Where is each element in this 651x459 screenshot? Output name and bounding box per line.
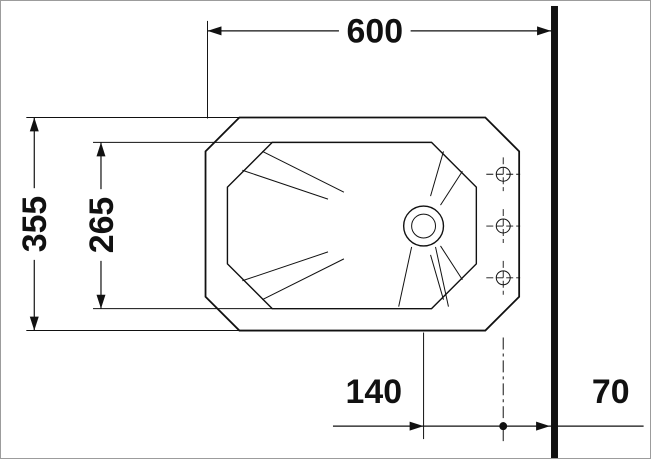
tap-holes	[486, 157, 521, 295]
arrowhead-wall	[536, 421, 551, 431]
basin-slope-lines	[242, 150, 463, 307]
drain-inner-circle	[411, 213, 437, 239]
arrowhead-left	[207, 26, 222, 36]
dim-label-taphole-to-wall: 70	[592, 373, 630, 411]
arrowhead-right	[537, 26, 552, 36]
dim-label-basin-depth: 265	[83, 197, 121, 253]
dim-label-outlet-to-taphole: 140	[346, 373, 402, 411]
fixture-outer-outline	[204, 116, 521, 332]
fixture	[204, 116, 521, 332]
dim-label-overall-depth: 355	[16, 196, 54, 252]
dimension-265: 265	[83, 142, 121, 309]
label-mask	[84, 189, 118, 261]
arrowhead-top	[96, 142, 106, 157]
drain-outlet	[402, 205, 445, 247]
basin-rim-outline	[226, 141, 478, 310]
dimension-70: 70	[503, 373, 644, 431]
drain-outer-circle	[402, 205, 445, 247]
arrowhead-bottom	[29, 316, 39, 331]
arrowhead-bottom	[96, 294, 106, 309]
dimension-600: 600	[207, 13, 552, 51]
dimension-140: 140	[332, 373, 504, 431]
dimension-355: 355	[16, 117, 54, 331]
arrowhead-top	[29, 117, 39, 132]
tap-hole-middle	[486, 209, 521, 243]
tap-hole-bottom	[486, 260, 521, 295]
tap-hole-top	[486, 157, 521, 192]
label-mask	[338, 13, 411, 48]
label-mask	[17, 188, 52, 260]
arrowhead-right	[409, 421, 424, 431]
dim-label-overall-width: 600	[347, 13, 403, 51]
extension-lines	[26, 20, 508, 444]
wall-line	[551, 5, 558, 458]
